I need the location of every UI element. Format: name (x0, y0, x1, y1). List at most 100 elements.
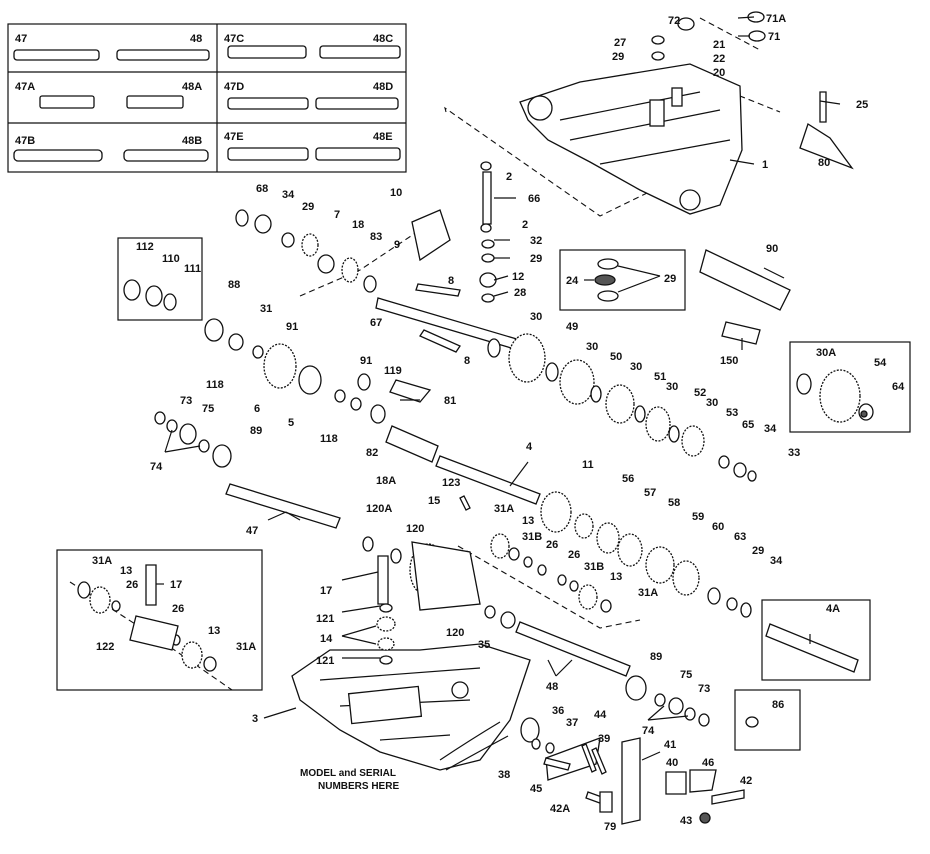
label-75-lower: 75 (680, 669, 692, 681)
callout-wire-b (445, 735, 509, 771)
key-8a (415, 283, 461, 297)
lower-case-housing (291, 643, 531, 771)
label-26-mid-a: 26 (546, 539, 558, 551)
label-31A-mid: 31A (494, 503, 514, 515)
label-29-top: 29 (612, 51, 624, 63)
table-label-48: 48 (190, 33, 202, 45)
pin-45 (543, 757, 571, 771)
leader-lines (156, 16, 841, 761)
label-33: 33 (788, 447, 800, 459)
inset-box-gear-30A (789, 341, 911, 433)
label-121-upper: 121 (316, 613, 334, 625)
callout-line-2: NUMBERS HERE (318, 781, 399, 792)
label-31B-lower: 31B (584, 561, 604, 573)
label-40: 40 (666, 757, 678, 769)
label-75-upper: 75 (202, 403, 214, 415)
label-31A-lower: 31A (638, 587, 658, 599)
label-74-upper: 74 (150, 461, 163, 473)
label-18: 18 (352, 219, 364, 231)
label-72: 72 (668, 15, 680, 27)
key-123 (459, 495, 471, 511)
table-label-47C: 47C (224, 33, 244, 45)
label-73-lower: 73 (698, 683, 710, 695)
shift-fork-10 (411, 209, 451, 262)
tube-90 (699, 249, 791, 311)
callout-line-1: MODEL and SERIAL (300, 768, 396, 779)
label-120-lower: 120 (446, 627, 464, 639)
table-label-47A: 47A (15, 81, 35, 93)
shaft-reference-table: 47 48 47A 48A 47B 48B 47C 48C 47D 48D 47… (7, 23, 407, 173)
shaft-4 (435, 455, 541, 505)
label-21: 21 (713, 39, 725, 51)
pin-39a (581, 743, 597, 773)
label-22: 22 (713, 53, 725, 65)
label-1: 1 (762, 159, 768, 171)
label-56: 56 (622, 473, 634, 485)
label-2-upper: 2 (506, 171, 512, 183)
sleeve-18A (385, 425, 439, 463)
label-123: 123 (442, 477, 460, 489)
label-13-inset-bottom: 13 (208, 625, 220, 637)
table-label-47: 47 (15, 33, 27, 45)
dashed-guide-left (299, 229, 421, 297)
label-88: 88 (228, 279, 240, 291)
label-81: 81 (444, 395, 456, 407)
label-14: 14 (320, 633, 333, 645)
label-118-upper: 118 (206, 379, 224, 391)
label-110: 110 (162, 253, 180, 265)
table-label-48A: 48A (182, 81, 202, 93)
label-13-inset-top: 13 (120, 565, 132, 577)
label-60: 60 (712, 521, 724, 533)
label-34-lower: 34 (770, 555, 783, 567)
label-11: 11 (582, 459, 594, 471)
dashed-guide-case (729, 91, 781, 113)
shaft-4A (765, 623, 859, 673)
label-34-upper: 34 (282, 189, 295, 201)
key-8b (419, 329, 461, 353)
shafts (145, 171, 859, 677)
inset-box-bearings (117, 237, 203, 321)
label-89-lower: 89 (650, 651, 662, 663)
label-38: 38 (498, 769, 510, 781)
shaft-17-inset (145, 564, 157, 606)
label-122: 122 (96, 641, 114, 653)
label-5: 5 (288, 417, 294, 429)
label-24: 24 (566, 275, 579, 287)
label-58: 58 (668, 497, 680, 509)
bolt-42 (711, 789, 745, 805)
label-53: 53 (726, 407, 738, 419)
bearings-washers (77, 11, 874, 824)
label-31: 31 (260, 303, 272, 315)
label-111: 111 (184, 263, 201, 275)
shaft-17 (377, 555, 389, 605)
label-119: 119 (384, 365, 402, 377)
label-35: 35 (478, 639, 490, 651)
table-label-47B: 47B (15, 135, 35, 147)
label-66: 66 (528, 193, 540, 205)
label-43: 43 (680, 815, 692, 827)
label-8-upper: 8 (448, 275, 454, 287)
label-42A: 42A (550, 803, 570, 815)
inset-box-4A-shaft (761, 599, 871, 681)
label-15: 15 (428, 495, 440, 507)
label-30-c: 30 (630, 361, 642, 373)
label-3: 3 (252, 713, 258, 725)
label-9: 9 (394, 239, 400, 251)
gears (89, 233, 861, 669)
shaft-47 (225, 483, 341, 529)
inset-box-washers (559, 249, 686, 311)
label-83: 83 (370, 231, 382, 243)
label-68: 68 (256, 183, 268, 195)
label-12: 12 (512, 271, 524, 283)
label-8-lower: 8 (464, 355, 470, 367)
label-31A-inset-bottom: 31A (236, 641, 256, 653)
label-90: 90 (766, 243, 778, 255)
arm-41 (621, 737, 641, 825)
label-34-right: 34 (764, 423, 777, 435)
label-29-inset: 29 (664, 273, 676, 285)
label-17-inset: 17 (170, 579, 182, 591)
label-120-upper: 120 (406, 523, 424, 535)
label-67: 67 (370, 317, 382, 329)
differential-15 (411, 541, 481, 611)
model-serial-callout: MODEL and SERIAL NUMBERS HERE (300, 768, 399, 792)
